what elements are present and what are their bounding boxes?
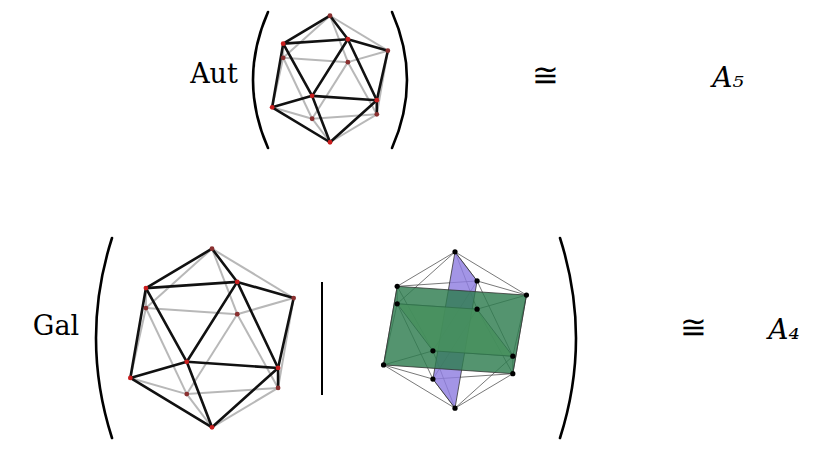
- edge: [130, 378, 212, 427]
- left-paren: [253, 12, 268, 148]
- hidden-edge: [212, 388, 278, 427]
- vertex: [510, 354, 515, 359]
- hidden-edge: [212, 249, 294, 298]
- edge: [278, 298, 294, 368]
- vertex: [510, 371, 515, 376]
- vertex: [374, 98, 379, 103]
- vertex: [310, 93, 315, 98]
- edge: [277, 368, 280, 388]
- edge: [348, 39, 377, 100]
- edge: [212, 368, 278, 427]
- vertex: [328, 13, 333, 18]
- left-paren: [96, 238, 112, 438]
- hidden-edge: [187, 388, 278, 394]
- vertex: [184, 359, 189, 364]
- golden-rectangle: [384, 286, 527, 373]
- edge: [377, 51, 388, 101]
- edge: [272, 44, 283, 108]
- hidden-edge: [130, 378, 186, 394]
- vertex: [345, 60, 350, 65]
- functor-name: Gal: [33, 311, 79, 341]
- bar: [321, 282, 323, 395]
- isomorphism-sign: ≅: [680, 310, 707, 345]
- right-paren: [560, 238, 576, 438]
- edge: [312, 96, 377, 100]
- edge: [397, 252, 455, 286]
- edge: [348, 39, 388, 50]
- hidden-edge: [272, 107, 312, 118]
- vertex: [395, 301, 400, 306]
- edge: [312, 96, 330, 142]
- edge: [283, 39, 348, 43]
- vertex: [385, 48, 390, 53]
- edge: [146, 249, 212, 288]
- group-name: A₅: [712, 63, 743, 94]
- hidden-edge: [330, 16, 388, 51]
- edge: [237, 282, 278, 368]
- golden-rectangles: [381, 249, 529, 410]
- group-name: A₄: [768, 315, 799, 346]
- hidden-edge: [146, 249, 212, 308]
- hidden-edge: [330, 114, 377, 142]
- vertex: [144, 306, 149, 311]
- vertex: [276, 386, 281, 391]
- vertex: [310, 116, 315, 121]
- edge: [283, 16, 330, 44]
- vertex: [235, 312, 240, 317]
- vertex: [430, 348, 435, 353]
- vertex: [128, 376, 133, 381]
- vertex: [395, 284, 400, 289]
- right-paren: [392, 12, 407, 148]
- vertex: [144, 286, 149, 291]
- edge: [146, 288, 187, 362]
- isomorphism-sign: ≅: [532, 58, 559, 93]
- vertex: [524, 292, 529, 297]
- vertex: [270, 105, 275, 110]
- hidden-edge: [278, 298, 294, 388]
- vertex: [374, 112, 379, 117]
- edge: [330, 16, 348, 40]
- hidden-edge: [283, 16, 330, 58]
- vertex: [281, 55, 286, 60]
- edge: [146, 282, 237, 288]
- edge: [455, 374, 513, 408]
- edge: [187, 362, 278, 368]
- vertex: [381, 362, 386, 367]
- edge: [330, 100, 377, 142]
- hidden-edge: [187, 394, 212, 427]
- vertex: [235, 280, 240, 285]
- vertex: [328, 140, 333, 145]
- functor-name: Aut: [190, 59, 238, 89]
- vertex: [452, 406, 457, 411]
- vertex: [291, 296, 296, 301]
- vertex: [210, 425, 215, 430]
- parentheses: [96, 12, 576, 438]
- edge: [130, 362, 186, 378]
- vertex: [210, 246, 215, 251]
- edge: [130, 288, 146, 378]
- icosahedron: [128, 246, 296, 429]
- vertex: [430, 376, 435, 381]
- hidden-edge: [377, 51, 388, 115]
- icosahedron: [270, 13, 390, 144]
- edge: [187, 362, 212, 428]
- edge: [312, 39, 348, 96]
- vertex: [276, 366, 281, 371]
- vertex: [474, 307, 479, 312]
- vertex: [184, 392, 189, 397]
- vertex: [345, 37, 350, 42]
- edge: [212, 249, 237, 282]
- vertex: [474, 278, 479, 283]
- vertex: [452, 249, 457, 254]
- edge: [272, 96, 312, 107]
- vertex: [281, 41, 286, 46]
- edge: [237, 282, 293, 298]
- edge: [272, 107, 330, 142]
- edge: [187, 282, 237, 362]
- edge: [283, 44, 312, 96]
